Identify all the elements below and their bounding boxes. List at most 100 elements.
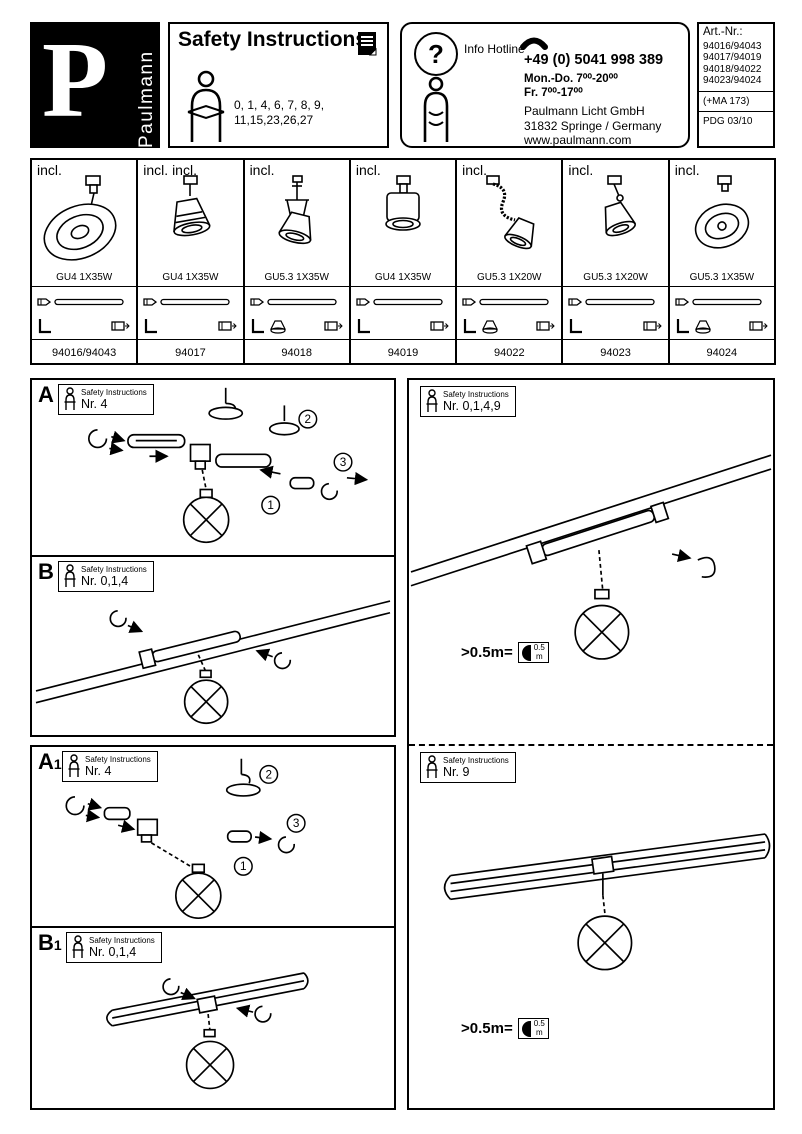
allen-key-icon	[357, 319, 370, 334]
divider	[457, 286, 562, 287]
step-number: 2	[305, 413, 312, 426]
divider	[563, 339, 668, 340]
artnr-line: 94018/94022	[703, 63, 762, 75]
artnr-code: PDG 03/10	[703, 116, 753, 127]
clamp-icon	[675, 298, 689, 306]
product-column: incl. GU4 1X35W	[30, 158, 139, 365]
instruction-box-a1: A1 Safety Instructions Nr. 4	[30, 745, 396, 928]
safety-numbers: 0, 1, 4, 6, 7, 8, 9, 11,15,23,26,27	[234, 98, 325, 127]
accessories	[462, 290, 556, 338]
hotline-info-box: ? Info Hotline +49 (0) 5041 998 389 Mon.…	[400, 22, 690, 148]
divider	[350, 286, 456, 287]
connector-icon	[324, 321, 343, 331]
divider	[699, 90, 773, 92]
lamp-illustration	[694, 175, 749, 249]
instruction-box-right: Safety Instructions Nr. 0,1,4,9	[407, 378, 775, 1110]
distance-text: >0.5m=	[461, 644, 513, 661]
safety-title: Safety Instructions	[178, 28, 368, 51]
part-number: 94022	[493, 347, 525, 359]
lamp-illustration	[277, 175, 312, 245]
step-number: 1	[267, 499, 274, 512]
connector-icon	[749, 321, 768, 331]
instruction-box-a: A Safety Instructions Nr. 4	[30, 378, 396, 557]
wire-system-overview: Safety Instructions Nr. 0,1,4,9	[409, 380, 773, 744]
allen-key-icon	[464, 319, 477, 334]
rod-icon	[692, 298, 762, 306]
reading-person-icon	[64, 564, 76, 587]
wire-mounting-diagram-b	[35, 600, 391, 725]
distance-icon: 0.5 m	[517, 642, 549, 663]
reading-person-icon	[426, 389, 438, 412]
safety-instructions-tag: Safety Instructions Nr. 4	[58, 384, 154, 415]
half-lamp-shape	[521, 644, 531, 661]
min-distance-note: >0.5m= 0.5 m	[461, 1018, 549, 1039]
safety-instructions-tag: Safety Instructions Nr. 4	[62, 751, 158, 782]
connector-icon	[430, 321, 449, 331]
part-number: 94017	[175, 347, 206, 359]
paulmann-logo: P Paulmann	[30, 21, 160, 148]
product-column: incl. GU5.3 1X20W	[561, 158, 670, 365]
clamp-icon	[462, 298, 477, 306]
allen-key-icon	[570, 319, 583, 334]
product-variant-table: incl. GU4 1X35W	[30, 158, 776, 365]
lamp-illustration	[604, 175, 636, 237]
accessories	[568, 290, 662, 338]
instruction-box-b: B Safety Instructions Nr. 0,1,4	[30, 555, 396, 737]
artnr-label: Art.-Nr.:	[703, 26, 743, 38]
included-label: incl.	[37, 162, 62, 178]
connector-icon	[217, 321, 237, 331]
dashed-divider	[409, 744, 773, 746]
product-column: incl. GU5.3 1X35W	[242, 158, 351, 365]
divider	[457, 339, 562, 340]
included-label: incl.	[674, 162, 700, 178]
safety-instructions-tag: Safety Instructions Nr. 0,1,4	[66, 932, 162, 963]
question-mark-icon: ?	[414, 32, 458, 76]
step-letter: B1	[38, 930, 62, 955]
connector-icon	[111, 321, 130, 331]
divider	[669, 286, 774, 287]
accessories	[356, 290, 450, 338]
allen-key-icon	[676, 319, 689, 334]
step-number: 3	[293, 817, 300, 830]
clamp-icon	[249, 298, 264, 306]
wire-system-diagram	[410, 454, 772, 660]
bulb-spec: GU5.3 1X20W	[583, 272, 648, 283]
step-letter: B	[38, 559, 54, 584]
divider	[244, 286, 349, 287]
reading-person-icon	[68, 754, 80, 777]
divider	[350, 339, 456, 340]
divider	[699, 111, 773, 112]
hotline-phone-number: +49 (0) 5041 998 389	[524, 52, 664, 68]
safety-instructions-tag: Safety Instructions Nr. 0,1,4	[58, 561, 154, 592]
bulb-spec: GU4 1X35W	[56, 272, 113, 283]
assembly-diagram-a1: 1 2 3	[65, 758, 306, 920]
shade-icon	[482, 319, 499, 334]
included-label: incl. incl.	[143, 162, 197, 178]
divider	[32, 286, 137, 287]
product-column: incl. GU4 1X35W	[348, 158, 458, 365]
accessories	[37, 290, 131, 338]
document-icon	[358, 32, 377, 56]
included-label: incl.	[355, 162, 381, 178]
lamp-illustration	[43, 175, 117, 261]
part-number: 94023	[600, 347, 631, 359]
step-number: 2	[265, 768, 272, 781]
product-column: incl. GU5.3 1X35W	[667, 158, 776, 365]
rod-icon	[160, 298, 230, 306]
reading-person-icon	[64, 387, 76, 410]
instruction-box-b1: B1 Safety Instructions Nr. 0,1,4	[30, 926, 396, 1110]
step-letter: A1	[38, 749, 62, 774]
part-number: 94016/94043	[52, 347, 117, 359]
article-numbers-box: Art.-Nr.: 94016/94043 94017/94019 94018/…	[697, 22, 775, 148]
bulb-spec: GU5.3 1X35W	[689, 272, 755, 283]
clamp-icon	[568, 298, 583, 306]
rail-system-overview: Safety Instructions Nr. 9	[409, 746, 773, 1110]
reading-person-icon	[187, 70, 225, 142]
included-label: incl.	[462, 162, 488, 178]
logo-letter: P	[42, 21, 108, 140]
artnr-line: 94017/94019	[703, 52, 762, 63]
product-column: incl. incl. GU4 1X35W	[136, 158, 245, 365]
divider	[138, 286, 243, 287]
accessories	[675, 290, 769, 338]
